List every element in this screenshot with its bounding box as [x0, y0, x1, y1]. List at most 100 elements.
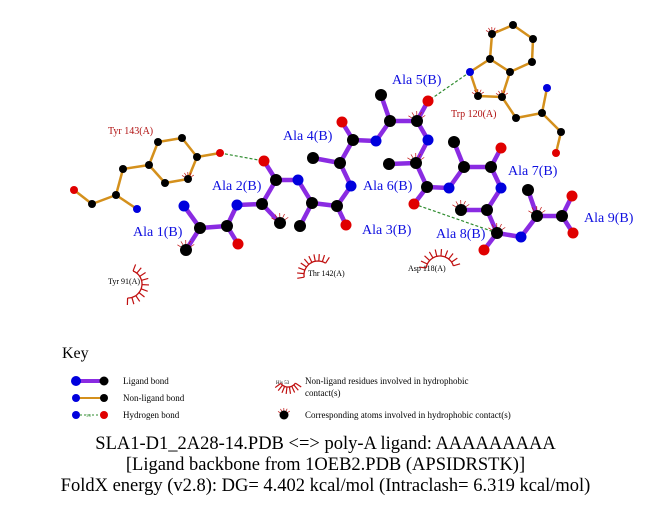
key-label: Non-ligand residues involved in hydropho…	[305, 376, 468, 386]
hydrogen-bond	[219, 152, 265, 162]
non-ligand-bond	[148, 164, 166, 184]
nitrogen-atom	[370, 135, 382, 147]
carbon-atom	[119, 165, 127, 173]
carbon-atom	[112, 191, 120, 199]
carbon-atom	[193, 153, 201, 161]
example-residue-label: His 53	[276, 381, 290, 386]
key-label: Ligand bond	[123, 376, 169, 386]
nitrogen-atom	[466, 68, 474, 76]
carbon-atom	[491, 227, 503, 239]
hydrophobic-contact-marker	[495, 89, 508, 96]
carbon-atom	[421, 181, 433, 193]
ligand-label: Ala 5(B)	[392, 73, 442, 88]
nitrogen-atom-icon	[72, 411, 80, 419]
nitrogen-atom-icon	[72, 394, 80, 402]
hydrophobic-contact-marker	[177, 239, 195, 248]
carbon-atom	[522, 184, 534, 196]
carbon-atom	[270, 174, 282, 186]
hydrophobic-contact-marker	[408, 110, 426, 119]
key-label: Non-ligand bond	[123, 393, 185, 403]
nitrogen-atom	[543, 84, 551, 92]
hydrophobic-contact-marker	[488, 222, 506, 231]
non-ligand-bond	[500, 71, 512, 98]
hydrophobic-residue-label: Asp 118(A)	[408, 264, 446, 273]
carbon-atom	[509, 21, 517, 29]
non-ligand-bond	[115, 193, 138, 211]
oxygen-atom	[567, 227, 579, 239]
nitrogen-atom	[495, 182, 507, 194]
carbon-atom	[347, 134, 359, 146]
carbon-atom	[88, 200, 96, 208]
hydrophobic-residue-label: Thr 142(A)	[308, 269, 345, 278]
oxygen-atom	[336, 116, 348, 128]
key-label: contact(s)	[305, 388, 340, 398]
key-label: Hydrogen bond	[123, 410, 180, 420]
key-hydrophobic-residue: His 53 Non-ligand residues involved in h…	[274, 376, 468, 398]
non-ligand-bond	[541, 112, 562, 133]
hydrophobic-contact-marker	[471, 88, 484, 95]
oxygen-atom	[70, 186, 78, 194]
carbon-atom	[455, 204, 467, 216]
carbon-atom	[184, 175, 192, 183]
carbon-atom	[410, 157, 422, 169]
ligand-label: Ala 8(B)	[436, 227, 486, 242]
ligand-label: Ala 9(B)	[584, 211, 634, 226]
carbon-atom	[488, 30, 496, 38]
carbon-atom	[528, 58, 536, 66]
carbon-atom	[498, 93, 506, 101]
caption-line-3: FoldX energy (v2.8): DG= 4.402 kcal/mol …	[60, 476, 591, 496]
non-ligand-bond	[468, 71, 480, 97]
hydrophobic-contact-marker	[407, 152, 425, 161]
ligand-label: Ala 2(B)	[212, 179, 262, 194]
carbon-atom	[481, 204, 493, 216]
hydrophobic-contact-marker	[452, 199, 470, 208]
ligplot-diagram: Ala 1(B) Ala 2(B) Ala 3(B) Ala 4(B) Ala …	[70, 21, 634, 306]
non-ligand-bond	[147, 141, 160, 166]
carbon-atom	[161, 179, 169, 187]
non-ligand-bond	[477, 94, 503, 99]
oxygen-atom	[422, 95, 434, 107]
non-ligand-bond	[488, 33, 494, 60]
carbon-atom-icon	[100, 394, 108, 402]
non-ligand-bond	[114, 168, 125, 196]
hydrophobic-atom-icon	[277, 407, 290, 420]
carbon-atom	[294, 220, 306, 232]
carbon-atom	[178, 134, 186, 142]
hydrogen-bond	[427, 71, 471, 102]
carbon-atom	[538, 109, 546, 117]
carbon-atom	[221, 220, 233, 232]
key-ligand-bond: Ligand bond	[71, 376, 169, 386]
hydrophobic-residue-arc	[126, 264, 150, 306]
caption-line-1: SLA1-D1_2A28-14.PDB <=> poly-A ligand: A…	[95, 434, 556, 454]
carbon-atom	[274, 217, 286, 229]
non-ligand-bond	[515, 111, 543, 120]
non-ligand-bond	[91, 193, 117, 206]
hydrophobic-contact-marker	[485, 26, 498, 33]
carbon-atom	[448, 136, 460, 148]
carbon-atom	[145, 161, 153, 169]
non-ligand-bond	[157, 136, 183, 144]
ligand-label: Ala 3(B)	[362, 223, 412, 238]
carbon-atom	[307, 152, 319, 164]
carbon-atom	[557, 128, 565, 136]
oxygen-atom	[340, 219, 352, 231]
oxygen-atom	[216, 149, 224, 157]
non-ligand-bond	[500, 96, 518, 119]
oxygen-atom-icon	[100, 411, 108, 419]
oxygen-atom	[258, 155, 270, 167]
nitrogen-atom	[133, 205, 141, 213]
carbon-atom	[411, 115, 423, 127]
non-ligand-bond	[181, 137, 198, 158]
caption-line-2: [Ligand backbone from 1OEB2.PDB (APSIDRS…	[125, 455, 526, 475]
carbon-atom	[529, 35, 537, 43]
key-hydrophobic-atom: Corresponding atoms involved in hydropho…	[277, 407, 511, 420]
non-ligand-bond	[512, 23, 534, 41]
non-ligand-bond	[540, 87, 549, 114]
carbon-atom	[486, 55, 494, 63]
carbon-atom	[331, 200, 343, 212]
residue-label: Trp 120(A)	[451, 109, 496, 120]
oxygen-atom	[566, 190, 578, 202]
carbon-atom	[556, 210, 568, 222]
nitrogen-atom	[345, 180, 357, 192]
carbon-atom	[384, 115, 396, 127]
